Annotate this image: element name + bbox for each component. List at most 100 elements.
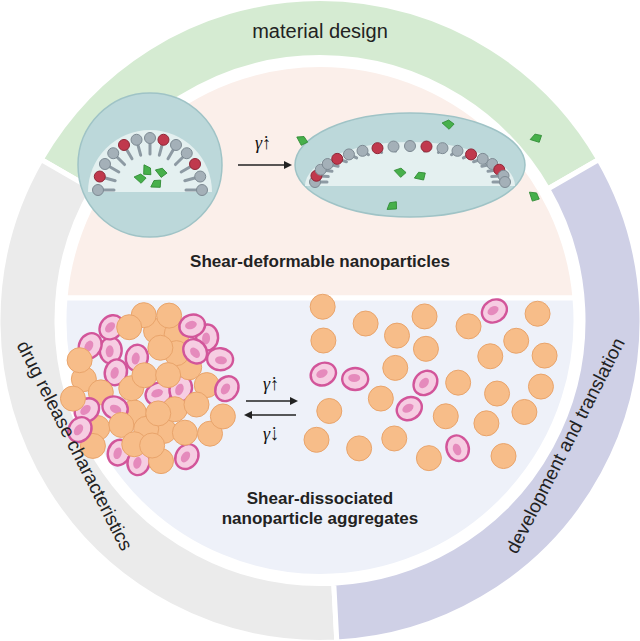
cell-particle [443,432,473,464]
nanoparticle [485,381,510,406]
lipid-head [94,171,105,182]
nanoparticle [347,436,372,461]
lipid-bead [343,149,354,160]
cell-particle [178,334,212,368]
nanoparticle [532,343,557,368]
nanoparticle [67,348,92,373]
nanoparticle [210,404,235,429]
nanoparticle [317,399,342,424]
nanoparticle [416,446,441,471]
lipid-head [372,143,383,154]
lipid-bead [405,141,416,152]
cell-core [417,376,431,390]
nanoparticle [184,392,209,417]
cell-core [72,423,85,437]
drug-molecule [149,178,164,192]
cell-core [105,345,114,357]
lipid-bead [500,177,511,188]
drug-molecule [140,163,154,178]
lipid-head [158,134,169,145]
lipid-bead [197,185,208,196]
nanoparticle [60,386,85,411]
cell-core [184,320,198,331]
ring-label: material design [252,19,388,43]
cell-core [188,346,202,360]
nanoparticle [456,314,481,339]
cell-core [215,356,228,365]
nanoparticle [310,294,335,319]
cell-core [131,352,141,365]
drug-molecule [526,189,541,204]
cell-core [132,456,143,470]
cell-particle [307,359,340,390]
nanoparticle [146,401,171,426]
cell-particle [342,368,368,390]
lipid-head [119,139,130,150]
lipid-bead [93,185,104,196]
lipid-head [332,153,343,164]
cell-particle [478,295,512,327]
nanoparticle [525,301,550,326]
cell-core [103,320,117,334]
panel-title: Shear-dissociated nanoparticle aggregate… [195,489,445,530]
drug-molecule [441,119,454,130]
deformed-liposome [295,113,525,217]
shape-fill [65,64,575,298]
dispersed-particles [304,294,557,470]
shear-rate-label: γ̇↑ [255,133,271,154]
lipid-bead [388,141,399,152]
nanoparticle [117,315,142,340]
drug-molecule [385,199,400,213]
drug-molecules [133,119,543,214]
cell-core [179,450,192,464]
cell-core [451,442,463,456]
lipid-bead [131,134,142,145]
nanoparticle [512,399,537,424]
nanoparticle [353,311,378,336]
shear-arrow-forward [246,400,296,402]
nanoparticle [382,426,407,451]
lipid-bead [171,139,182,150]
lipid-head [466,149,477,160]
cell-core [112,446,123,460]
lipid-layer [93,133,511,196]
shear-rate-label: γ̇↑ [263,374,279,395]
nanoparticle [433,404,458,429]
lipid-bead [452,145,463,156]
lipid-bead [99,159,110,170]
cell-core [219,382,232,396]
cell-core [486,304,500,317]
nanoparticle [413,336,438,361]
drug-molecule [529,133,543,145]
cell-core [401,402,415,415]
shape-fill [334,160,640,641]
nanoparticle [528,374,553,399]
cell-particle [393,393,427,425]
shear-arrow [238,164,290,166]
drug-molecule [294,134,309,148]
nanoparticle [446,370,471,395]
cell-core [348,374,360,382]
cell-particle [64,413,97,447]
shear-rate-label: γ̇↓ [263,424,279,445]
nanoparticle [132,363,157,388]
lipid-bead [108,148,119,159]
nanoparticle [491,444,516,469]
drug-molecule [413,170,427,183]
nanoparticle [474,411,499,436]
lipid-bead [357,145,368,156]
lipid-bead [145,133,156,144]
lipid-head [190,159,201,170]
nanoparticle [504,328,529,353]
nanoparticle [140,433,165,458]
drug-molecule [393,167,407,179]
lipid-bead [437,143,448,154]
liposome-sphere [78,93,222,237]
nanoparticle [148,335,173,360]
nanoparticle [412,304,437,329]
lipid-bead [195,171,206,182]
shear-arrow-reverse [246,414,296,416]
nanoparticle-aggregate [60,303,243,478]
